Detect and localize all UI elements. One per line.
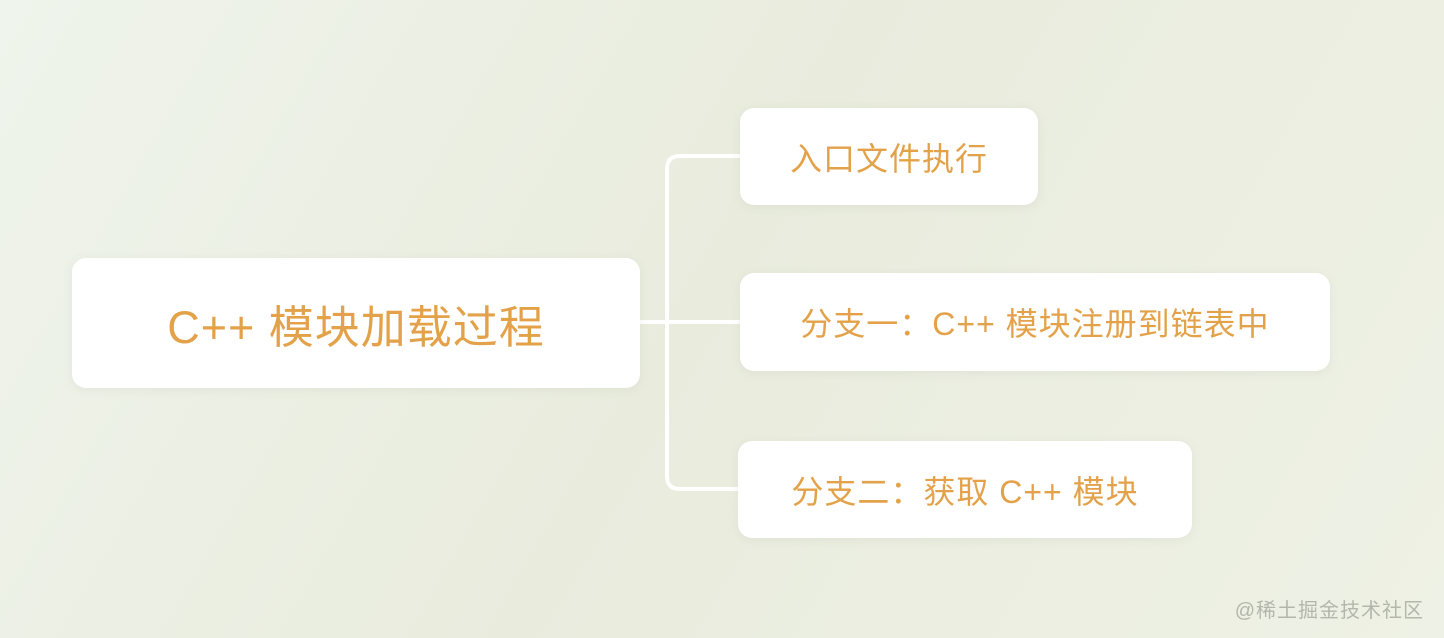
child-node-entry-file-label: 入口文件执行 bbox=[789, 140, 988, 177]
child-node-branch-two[interactable]: 分支二：获取 C++ 模块 bbox=[738, 441, 1192, 538]
child-node-branch-two-label: 分支二：获取 C++ 模块 bbox=[791, 473, 1139, 510]
connector-branch-spine bbox=[665, 154, 744, 491]
watermark: @稀土掘金技术社区 bbox=[1234, 600, 1424, 622]
root-node-label: C++ 模块加载过程 bbox=[167, 301, 545, 353]
child-node-entry-file[interactable]: 入口文件执行 bbox=[740, 108, 1038, 205]
child-node-branch-one[interactable]: 分支一：C++ 模块注册到链表中 bbox=[740, 273, 1330, 371]
child-node-branch-one-label: 分支一：C++ 模块注册到链表中 bbox=[800, 306, 1270, 342]
root-node[interactable]: C++ 模块加载过程 bbox=[72, 258, 640, 388]
